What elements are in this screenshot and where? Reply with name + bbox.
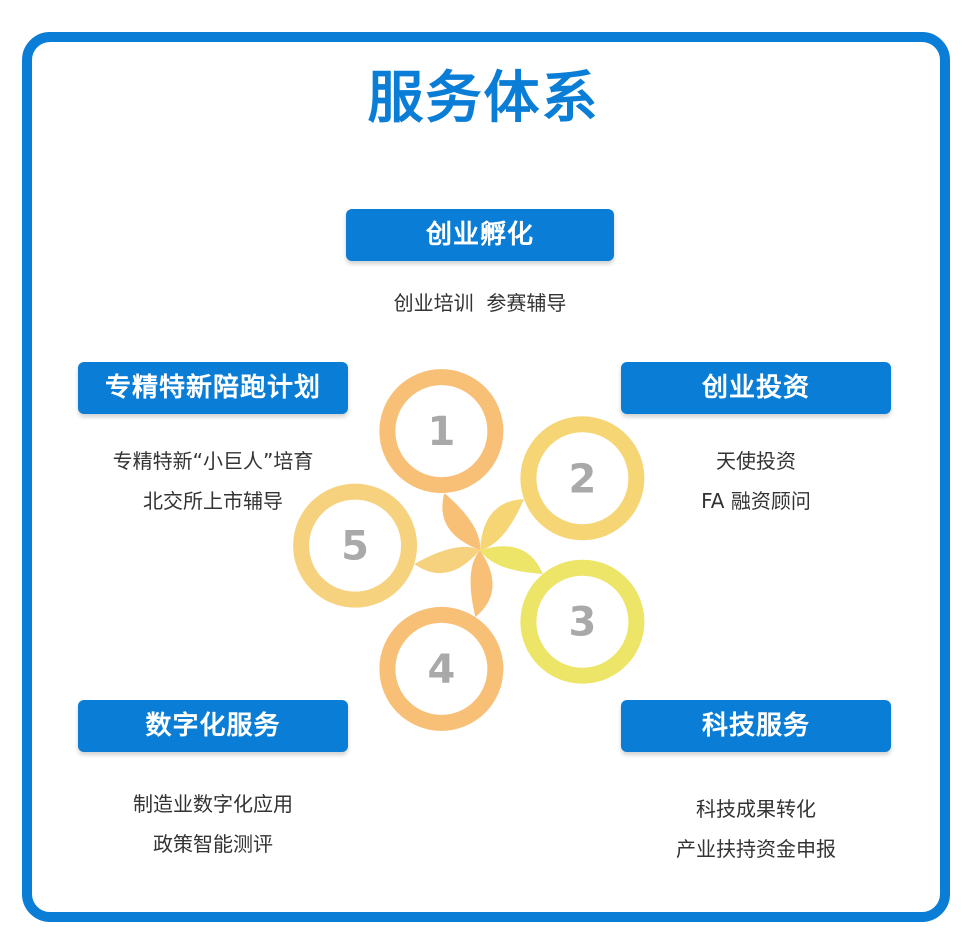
right-top-items: 天使投资 FA 融资顾问	[621, 441, 891, 521]
petal-hole	[309, 499, 402, 592]
tag-startup-incubation: 创业孵化	[346, 209, 614, 261]
list-item: 天使投资	[716, 449, 796, 473]
list-item: 产业扶持资金申报	[676, 837, 836, 861]
list-item: 创业培训 参赛辅导	[393, 291, 567, 315]
petal-1: 1	[379, 369, 504, 550]
petal-hole	[536, 575, 629, 668]
petal-number: 5	[341, 524, 369, 570]
petal-number: 1	[427, 409, 455, 455]
list-item: 科技成果转化	[696, 797, 816, 821]
outer-frame	[22, 32, 950, 922]
petal-2: 2	[480, 416, 645, 550]
petal-number: 2	[568, 456, 596, 502]
left-bottom-items: 制造业数字化应用 政策智能测评	[78, 784, 348, 864]
left-top-items: 专精特新“小巨人”培育 北交所上市辅导	[60, 441, 366, 521]
petal-hole	[536, 432, 629, 525]
list-item: 制造业数字化应用	[133, 792, 293, 816]
petal-number: 4	[427, 647, 455, 693]
tag-tech-service: 科技服务	[621, 700, 891, 752]
right-bottom-items: 科技成果转化 产业扶持资金申报	[621, 789, 891, 869]
petal-hole	[395, 622, 488, 715]
list-item: 专精特新“小巨人”培育	[112, 449, 314, 473]
list-item: 政策智能测评	[153, 832, 273, 856]
tag-digital-service: 数字化服务	[78, 700, 348, 752]
pinwheel-diagram: 1 2 3 4 5	[293, 369, 645, 731]
list-item: 北交所上市辅导	[143, 489, 283, 513]
petal-5: 5	[293, 483, 480, 608]
center-items: 创业培训 参赛辅导	[330, 283, 630, 323]
page-title: 服务体系	[367, 66, 600, 131]
petal-hole	[395, 385, 488, 478]
petal-4: 4	[379, 550, 504, 731]
petal-3: 3	[480, 546, 645, 684]
petal-number: 3	[568, 600, 596, 646]
list-item: FA 融资顾问	[701, 489, 811, 513]
tag-specialized-plan: 专精特新陪跑计划	[78, 362, 348, 414]
tag-venture-investment: 创业投资	[621, 362, 891, 414]
